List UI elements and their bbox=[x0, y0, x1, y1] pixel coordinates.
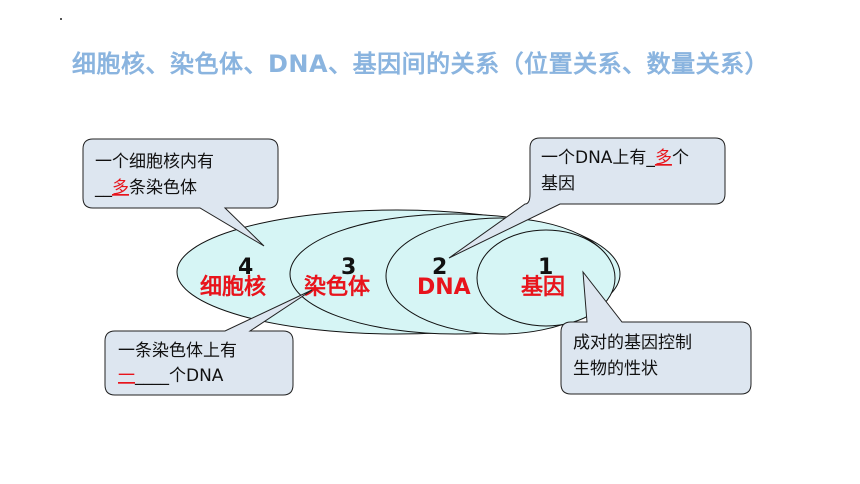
level-number-dna: 2 bbox=[432, 255, 447, 280]
callout-dna-line1: 一个DNA上有_多个 bbox=[541, 148, 689, 168]
callout-dna-line2: 基因 bbox=[541, 174, 575, 194]
level-label-chromosome: 染色体 bbox=[304, 274, 371, 300]
level-number-gene: 1 bbox=[538, 255, 553, 280]
callout-nucleus bbox=[82, 138, 279, 247]
callout-chromosome-line1: 一条染色体上有 bbox=[118, 341, 237, 361]
callout-chromosome-suffix: 个DNA bbox=[169, 366, 224, 386]
callout-nucleus-answer: 多 bbox=[112, 178, 129, 198]
callout-nucleus-blank: __ bbox=[94, 178, 113, 198]
callout-gene-line1: 成对的基因控制 bbox=[573, 333, 692, 353]
callout-chromosome-line2: 一____个DNA bbox=[118, 366, 224, 386]
callout-dna-prefix: 一个DNA上有_ bbox=[541, 148, 655, 168]
callout-nucleus-suffix: 条染色体 bbox=[129, 178, 197, 198]
callout-dna-answer: 多 bbox=[655, 148, 672, 168]
callout-nucleus-line1: 一个细胞核内有 bbox=[95, 152, 214, 172]
callout-chromosome-answer: 一 bbox=[118, 366, 135, 386]
level-label-nucleus: 细胞核 bbox=[200, 274, 266, 300]
callout-chromosome bbox=[104, 289, 313, 396]
callout-nucleus-line2: __多条染色体 bbox=[94, 178, 197, 198]
level-label-dna: DNA bbox=[417, 275, 471, 300]
callout-gene-line2: 生物的性状 bbox=[573, 359, 658, 379]
callout-chromosome-blank: ____ bbox=[134, 366, 170, 386]
slide-mark bbox=[60, 18, 62, 20]
level-number-nucleus: 4 bbox=[238, 255, 253, 280]
callout-dna-suffix: 个 bbox=[672, 148, 689, 168]
callout-gene bbox=[560, 270, 752, 395]
callout-dna bbox=[448, 137, 726, 259]
level-label-gene: 基因 bbox=[521, 275, 565, 300]
ellipse-gene bbox=[476, 229, 616, 327]
page-title: 细胞核、染色体、DNA、基因间的关系（位置关系、数量关系） bbox=[72, 50, 770, 78]
level-number-chromosome: 3 bbox=[341, 255, 356, 280]
